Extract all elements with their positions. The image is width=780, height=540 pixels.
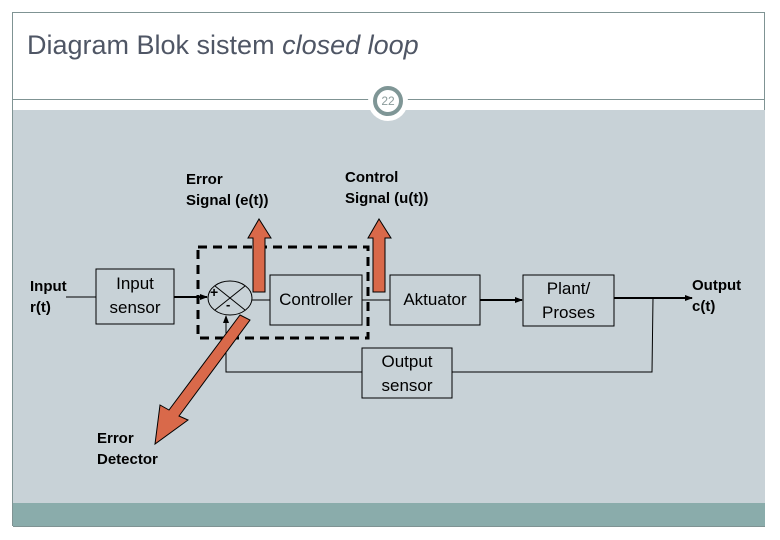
title-italic: closed loop <box>282 30 419 60</box>
output-label-line1: Output <box>692 277 742 294</box>
page-number: 22 <box>381 94 395 108</box>
summing-junction <box>207 280 253 316</box>
plant-line2: Proses <box>542 303 595 322</box>
output-sensor-label: Output sensor <box>362 350 452 398</box>
controller-group-dashed-boundary <box>196 245 370 340</box>
error-detector-callout-arrow <box>154 314 251 446</box>
input-sensor-line2: sensor <box>109 298 161 317</box>
controller-label: Controller <box>279 290 353 309</box>
plant-block <box>522 274 615 327</box>
page-number-ring: 22 <box>373 86 403 116</box>
aktuator-label: Aktuator <box>403 290 467 309</box>
page-number-badge: 22 <box>368 81 408 121</box>
feedback-branch-line <box>452 297 654 373</box>
slide-footer-band <box>13 503 765 527</box>
input-sensor-line1: Input <box>116 274 154 293</box>
input-label-line1: Input <box>30 278 67 295</box>
error-signal-callout-arrow <box>247 218 272 293</box>
title-regular: Diagram Blok sistem <box>27 30 283 60</box>
error-detector-line2: Detector <box>97 451 158 468</box>
input-label-line2: r(t) <box>30 299 51 316</box>
output-sensor-line2: sensor <box>381 376 433 395</box>
input-sensor-label: Input sensor <box>96 272 174 320</box>
plant-line1: Plant/ <box>546 279 591 298</box>
error-signal-line1: Error <box>186 171 223 188</box>
error-detector-line1: Error <box>97 430 134 447</box>
input-label: Input r(t) <box>30 276 67 318</box>
error-signal-annotation: Error Signal (e(t)) <box>186 169 269 211</box>
slide-title: Diagram Blok sistem closed loop <box>27 30 419 61</box>
diagram-canvas <box>13 110 765 503</box>
error-detector-annotation: Error Detector <box>97 428 158 470</box>
minus-sign: - <box>226 297 231 312</box>
output-sensor-line1: Output <box>381 352 433 371</box>
output-label-line2: c(t) <box>692 298 716 315</box>
control-signal-line2: Signal (u(t)) <box>345 190 429 207</box>
control-signal-callout-arrow <box>367 218 392 293</box>
control-signal-annotation: Control Signal (u(t)) <box>345 167 428 209</box>
summing-junction-cross-b <box>214 285 246 311</box>
plant-label: Plant/ Proses <box>523 277 614 325</box>
error-signal-line2: Signal (e(t)) <box>186 192 269 209</box>
output-sensor-block <box>361 347 453 399</box>
control-signal-line1: Control <box>345 169 399 186</box>
output-label: Output c(t) <box>692 275 741 317</box>
plus-sign: + <box>210 284 219 300</box>
